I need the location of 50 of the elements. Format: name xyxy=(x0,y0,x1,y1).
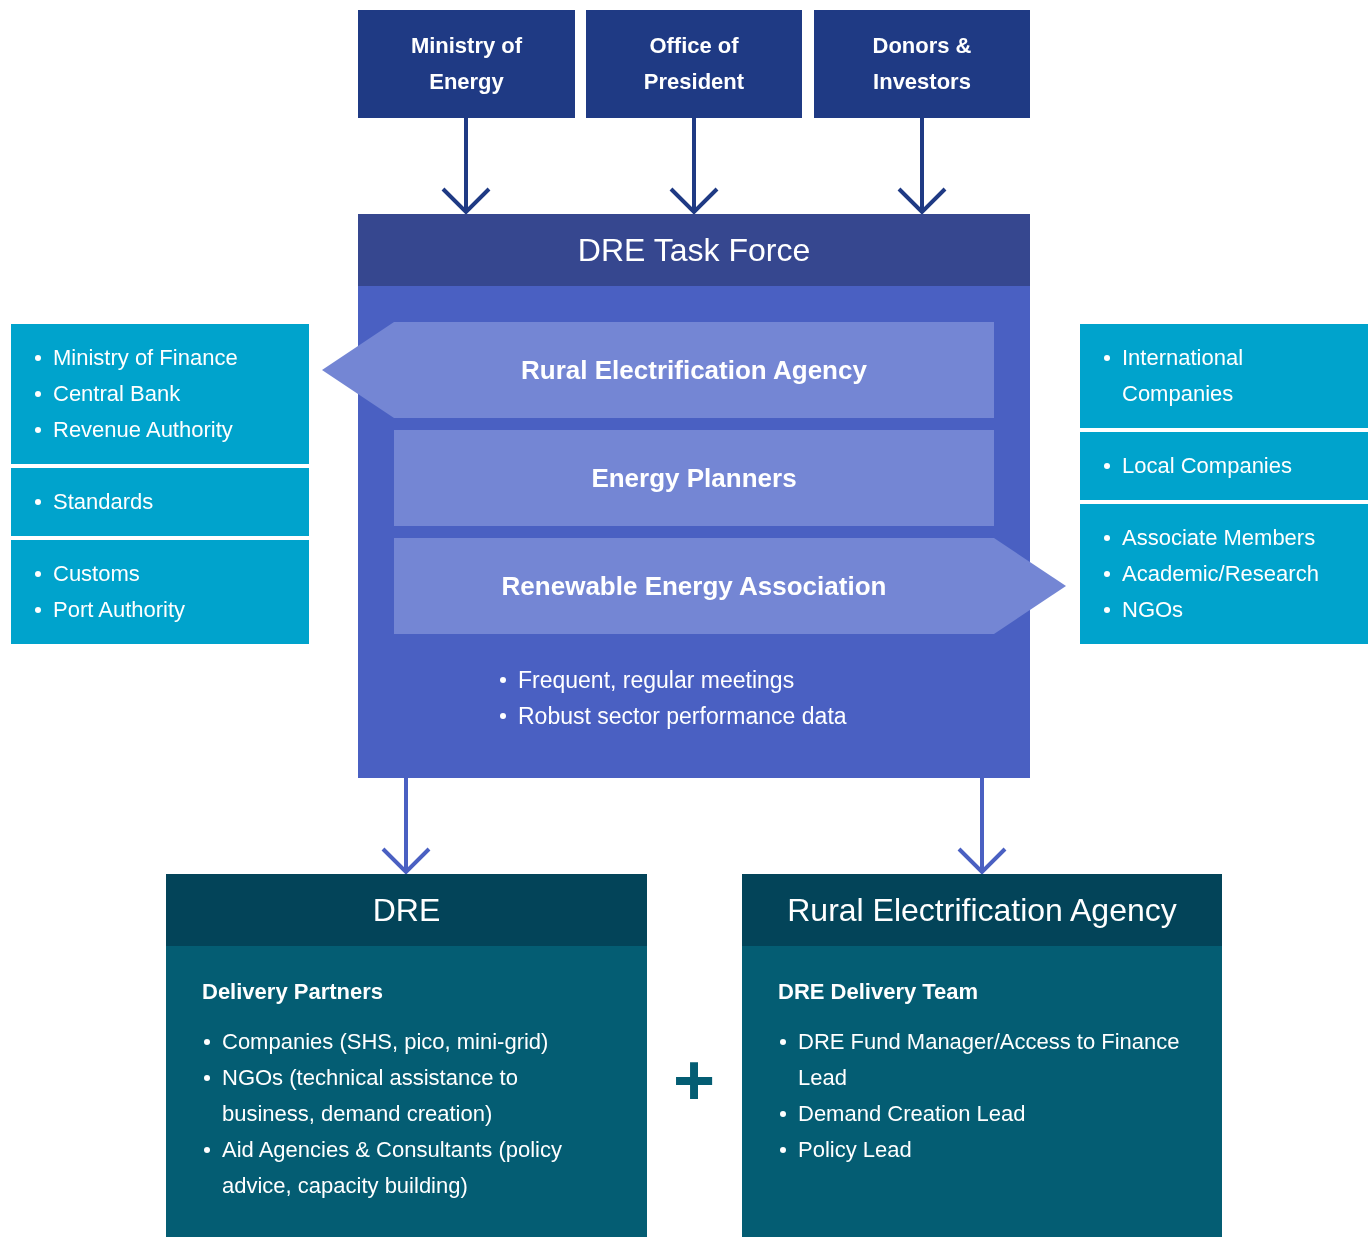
banner xyxy=(394,430,994,526)
bullet-item: NGOs (technical assistance to business, demand creation) xyxy=(222,1065,518,1126)
arrow xyxy=(381,778,431,874)
stakeholder-list-box xyxy=(11,540,309,644)
stakeholder-box xyxy=(586,10,802,118)
arrow-banner xyxy=(394,538,1066,634)
arrow xyxy=(669,118,719,214)
bullet-item: Customs xyxy=(53,561,140,586)
bullet-item: DRE Fund Manager/Access to Finance Lead xyxy=(798,1029,1180,1090)
plus-sign: + xyxy=(671,1040,716,1120)
stakeholder-list-box xyxy=(1080,432,1368,500)
stakeholder-list-box xyxy=(11,468,309,536)
team-panel xyxy=(166,874,647,1237)
box-label: Donors & Investors xyxy=(871,32,973,96)
box-label: Office of President xyxy=(642,32,746,96)
bullet-item: Local Companies xyxy=(1122,453,1292,478)
bullet-item: NGOs xyxy=(1122,597,1184,622)
stakeholder-list-box xyxy=(11,324,309,464)
bullet-item: Port Authority xyxy=(53,597,186,622)
bullet-item: Robust sector performance data xyxy=(518,703,847,729)
banner-label: Rural Electrification Agency xyxy=(521,354,867,386)
box-label: Ministry of Energy xyxy=(409,32,524,96)
bullet-item: Ministry of Finance xyxy=(53,345,238,370)
stakeholder-box xyxy=(358,10,575,118)
bullet-item: Associate Members xyxy=(1122,525,1316,550)
stakeholder-list-box xyxy=(1080,504,1368,644)
bullet-item: Policy Lead xyxy=(798,1137,912,1162)
bullet-item: International Companies xyxy=(1122,345,1244,406)
arrow xyxy=(957,778,1007,874)
team-panel xyxy=(742,874,1222,1237)
bullet-item: Standards xyxy=(53,489,154,514)
arrow-banner xyxy=(322,322,994,418)
bullet-item: Companies (SHS, pico, mini-grid) xyxy=(222,1029,549,1054)
arrow xyxy=(897,118,947,214)
panel-subheading: DRE Delivery Team xyxy=(778,978,980,1006)
panel-header: DRE xyxy=(166,874,647,946)
stakeholder-list-box xyxy=(1080,324,1368,428)
banner-label: Renewable Energy Association xyxy=(501,570,887,602)
panel-header: Rural Electrification Agency xyxy=(742,874,1222,946)
bullet-item: Demand Creation Lead xyxy=(798,1101,1026,1126)
bullet-item: Central Bank xyxy=(53,381,181,406)
bullet-item: Academic/Research xyxy=(1122,561,1319,586)
stakeholder-box xyxy=(814,10,1030,118)
bullet-item: Frequent, regular meetings xyxy=(518,667,795,693)
panel-header: DRE Task Force xyxy=(358,214,1030,286)
panel-subheading: Delivery Partners xyxy=(202,978,384,1006)
banner-label: Energy Planners xyxy=(591,462,797,494)
arrow xyxy=(441,118,491,214)
bullet-item: Revenue Authority xyxy=(53,417,233,442)
bullet-item: Aid Agencies & Consultants (policy advice, capacity building) xyxy=(222,1137,562,1198)
